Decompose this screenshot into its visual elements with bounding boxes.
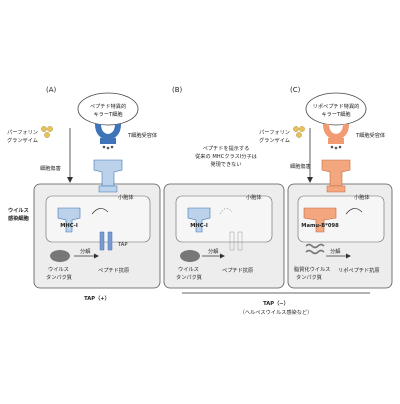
degrade-label-b: 分解 bbox=[208, 247, 218, 255]
granzyme-label-a: グランザイム bbox=[7, 136, 38, 144]
side-label-2: 感染細胞 bbox=[8, 214, 30, 222]
killer-label-a-2: キラーT細胞 bbox=[93, 110, 122, 118]
note-b-2: 従来の MHCクラスI分子は bbox=[195, 152, 257, 160]
surface-mhc-c bbox=[321, 159, 351, 187]
er-label-c: 小胞体 bbox=[354, 193, 370, 201]
panel-a: (A) ペプチド特異的 キラーT細胞 T細胞受容体 パーフォリン グランザイム … bbox=[7, 86, 161, 302]
degrade-arrowhead-b bbox=[220, 253, 225, 259]
granzyme-label-c: グランザイム bbox=[259, 136, 290, 144]
surface-mhc-a bbox=[93, 159, 123, 187]
perforin-label-c: パーフォリン bbox=[259, 129, 290, 136]
tcr-c bbox=[323, 124, 349, 140]
protein-label-b-2: タンパク質 bbox=[176, 273, 202, 281]
condition-bc-1: TAP（−） bbox=[263, 299, 289, 307]
er-mhc-c bbox=[303, 207, 337, 233]
peptide-label-b: ペプチド抗原 bbox=[222, 266, 253, 274]
tap-absent-b bbox=[229, 231, 243, 251]
condition-a: TAP（+） bbox=[84, 294, 110, 302]
er-transfer-arrow-a bbox=[91, 208, 109, 215]
killer-t-cell-c bbox=[305, 92, 367, 126]
protein-label-a-1: ウイルス bbox=[48, 265, 69, 273]
killer-label-a-1: ペプチド特異的 bbox=[90, 102, 126, 110]
tcr-label-c: T細胞受容体 bbox=[355, 131, 386, 139]
damage-arrowhead-c bbox=[307, 177, 313, 183]
mhc-label-a: MHC-I bbox=[60, 223, 78, 229]
damage-label-c: 細胞傷害 bbox=[290, 162, 311, 170]
lipidated-protein-c-2 bbox=[305, 249, 325, 255]
mhc-label-c: Mamu-B*098 bbox=[301, 223, 339, 229]
damage-arrowhead-a bbox=[67, 177, 73, 183]
tcr-label-a: T細胞受容体 bbox=[127, 131, 158, 139]
viral-protein-a bbox=[50, 250, 70, 262]
perforin-dot-a3 bbox=[44, 132, 50, 138]
tap-label-a: TAP bbox=[117, 242, 127, 248]
er-label-b: 小胞体 bbox=[246, 193, 262, 201]
perforin-dot-a2 bbox=[47, 126, 53, 132]
killer-t-cell-a bbox=[77, 92, 139, 126]
side-label-1: ウイルス bbox=[8, 206, 29, 214]
panel-c-letter: (C) bbox=[290, 86, 301, 94]
peptide-dot-a bbox=[102, 145, 106, 149]
lipopeptide-dot-c bbox=[330, 145, 334, 149]
perforin-dot-c1 bbox=[293, 126, 299, 132]
condition-bc-2: （ヘルペスウイルス感染など） bbox=[240, 308, 313, 316]
degrade-label-c: 分解 bbox=[330, 247, 340, 255]
peptide-dot-a bbox=[106, 146, 110, 150]
degrade-arrowhead-a bbox=[94, 253, 99, 259]
protein-label-b-1: ウイルス bbox=[178, 265, 199, 273]
lipopeptide-dot-c bbox=[338, 145, 342, 149]
protein-label-c-2: タンパク質 bbox=[296, 273, 322, 281]
viral-protein-b bbox=[180, 250, 200, 262]
perforin-dot-c3 bbox=[296, 132, 302, 138]
er-b bbox=[175, 195, 273, 243]
er-mhc-b bbox=[187, 207, 211, 233]
er-label-a: 小胞体 bbox=[118, 193, 134, 201]
perforin-dot-c2 bbox=[299, 126, 305, 132]
tap-a bbox=[99, 231, 113, 251]
perforin-dot-a1 bbox=[41, 126, 47, 132]
panel-a-letter: (A) bbox=[46, 86, 57, 94]
er-transfer-arrow-c bbox=[345, 208, 363, 215]
degrade-label-a: 分解 bbox=[80, 247, 90, 255]
surface-mhc-a-base bbox=[98, 185, 118, 193]
tcr-c-stem bbox=[328, 138, 344, 144]
damage-label-a: 細胞傷害 bbox=[40, 164, 61, 172]
tcr-a-stem bbox=[100, 138, 116, 144]
panel-c: (C) リポペプチド特異的 キラーT細胞 T細胞受容体 パーフォリン グランザイ… bbox=[259, 86, 393, 289]
peptide-dot-a bbox=[110, 145, 114, 149]
lipidated-protein-c bbox=[305, 243, 325, 249]
er-mhc-a bbox=[57, 207, 81, 233]
note-b-1: ペプチドを提示する bbox=[203, 144, 250, 152]
surface-mhc-c-base bbox=[326, 185, 346, 193]
note-b-3: 発現できない bbox=[210, 160, 241, 168]
degrade-arrowhead-c bbox=[346, 253, 351, 259]
tcr-a bbox=[95, 124, 121, 140]
protein-label-c-1: 脂質化ウイルス bbox=[294, 265, 330, 273]
perforin-label-a: パーフォリン bbox=[7, 129, 38, 136]
killer-label-c-1: リポペプチド特異的 bbox=[313, 102, 360, 110]
peptide-label-a: ペプチド抗原 bbox=[98, 266, 129, 274]
killer-label-c-2: キラーT細胞 bbox=[321, 110, 350, 118]
panel-b: (B) ペプチドを提示する 従来の MHCクラスI分子は 発現できない 小胞体 … bbox=[163, 86, 285, 289]
lipopeptide-dot-c bbox=[334, 146, 338, 150]
mhc-label-b: MHC-I bbox=[190, 223, 208, 229]
panel-b-letter: (B) bbox=[172, 86, 183, 94]
protein-label-a-2: タンパク質 bbox=[46, 273, 72, 281]
peptide-label-c: リポペプチド抗原 bbox=[338, 266, 380, 274]
